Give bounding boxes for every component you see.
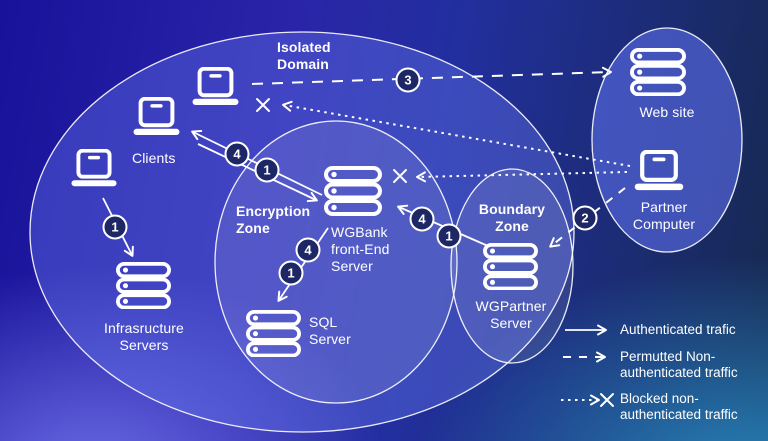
blocked-line-partner-to-client	[282, 100, 631, 167]
encryption-zone	[214, 120, 458, 404]
legend-blocked-label: Blocked non- authenticated traffic	[620, 391, 738, 423]
blocked-x-wgbank	[393, 169, 407, 183]
arrow-wgbank-to-sql	[277, 227, 329, 302]
laptop-icon	[130, 97, 183, 139]
step-badge-4: 4	[224, 141, 250, 167]
encryption-zone-title: Encryption Zone	[236, 203, 311, 237]
step-badge-1: 1	[254, 157, 280, 183]
step-badge-3: 3	[395, 67, 421, 93]
legend-permitted-label: Permutted Non- authenticated traffic	[620, 349, 738, 381]
infrastructure-servers-label: Infrasructure Servers	[104, 320, 184, 354]
boundary-zone	[450, 168, 574, 364]
isolated-domain-title: Isolated Domain	[277, 39, 331, 73]
laptop-icon	[631, 150, 687, 194]
clients-label: Clients	[132, 150, 176, 166]
step-badge-1: 1	[102, 214, 128, 240]
partner-network-zone	[591, 27, 743, 253]
step-badge-1: 1	[436, 223, 462, 249]
server-stack-icon	[630, 48, 686, 96]
wgpartner-server-label: WGPartner Server	[475, 298, 547, 332]
laptop-icon	[189, 67, 242, 109]
sql-server-label: SQL Server	[309, 314, 351, 348]
step-badge-4: 4	[409, 206, 435, 232]
step-badge-1: 1	[278, 260, 304, 286]
blocked-x-client	[256, 98, 270, 112]
step-badge-4: 4	[295, 237, 321, 263]
server-stack-icon	[483, 243, 538, 290]
server-stack-icon	[246, 310, 301, 357]
legend-authenticated-label: Authenticated trafic	[620, 322, 736, 337]
step-badge-2: 2	[572, 205, 598, 231]
boundary-zone-title: Boundary Zone	[478, 201, 546, 235]
wgbank-front-end-server-label: WGBank front-End Server	[331, 224, 390, 275]
legend-blocked-x	[600, 393, 614, 407]
server-stack-icon	[116, 262, 171, 309]
laptop-icon	[68, 149, 120, 190]
web-site-label: Web site	[639, 104, 695, 120]
partner-computer-label: Partner Computer	[632, 199, 696, 233]
server-stack-icon	[324, 166, 382, 216]
